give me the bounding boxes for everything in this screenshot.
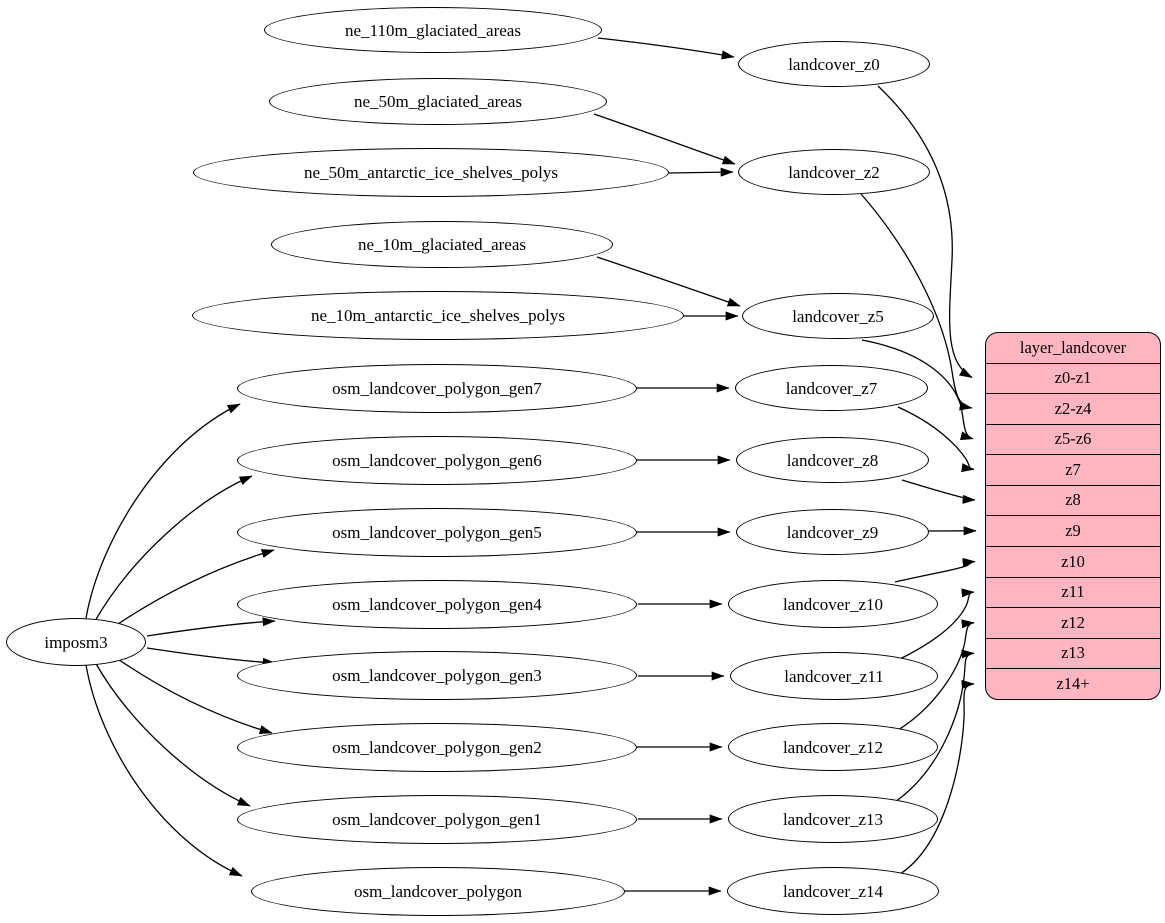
table-row-z8: z8: [986, 484, 1160, 516]
node-osm-landcover-polygon-gen1: osm_landcover_polygon_gen1: [237, 795, 637, 844]
node-landcover-z13: landcover_z13: [728, 795, 938, 843]
table-row-z2-z4: z2-z4: [986, 393, 1160, 424]
node-landcover-z12: landcover_z12: [728, 723, 938, 771]
table-row-z14plus: z14+: [986, 668, 1160, 699]
layer-landcover-table: layer_landcover z0-z1 z2-z4 z5-z6 z7 z8 …: [985, 332, 1161, 700]
node-osm-landcover-polygon-gen6: osm_landcover_polygon_gen6: [237, 436, 637, 485]
node-osm-landcover-polygon: osm_landcover_polygon: [251, 867, 625, 916]
edge-z11-row: [899, 588, 975, 660]
table-row-z0-z1: z0-z1: [986, 362, 1160, 394]
node-ne-50m-antarctic-ice-shelves-polys: ne_50m_antarctic_ice_shelves_polys: [193, 148, 669, 197]
node-landcover-z11: landcover_z11: [730, 652, 938, 700]
edge-ne50ma-z2: [668, 167, 734, 177]
node-landcover-z10: landcover_z10: [728, 580, 938, 628]
edge-z5-row: [861, 339, 974, 441]
edge-imposm3-gen2: [111, 654, 273, 734]
edge-imposm3-gen7: [85, 403, 241, 619]
edge-z7-row: [897, 406, 975, 473]
edge-ne10mg-z5: [596, 256, 741, 307]
node-osm-landcover-polygon-gen3: osm_landcover_polygon_gen3: [237, 651, 637, 700]
node-imposm3: imposm3: [6, 618, 146, 666]
table-row-z11: z11: [986, 576, 1160, 608]
node-ne-50m-glaciated-areas: ne_50m_glaciated_areas: [269, 78, 607, 125]
edge-imposm3-gen4: [146, 617, 276, 637]
edge-z0-row: [877, 85, 973, 379]
edge-ne50mg-z2: [593, 113, 736, 165]
table-row-z12: z12: [986, 607, 1160, 638]
node-ne-10m-antarctic-ice-shelves-polys: ne_10m_antarctic_ice_shelves_polys: [192, 291, 684, 340]
node-landcover-z7: landcover_z7: [735, 365, 928, 411]
edge-ne110m-z0: [597, 37, 735, 60]
edge-imposm3-gen1: [94, 661, 251, 807]
node-landcover-z9: landcover_z9: [736, 509, 929, 555]
table-row-z10: z10: [986, 546, 1160, 577]
edge-z13-row: [894, 649, 975, 803]
node-landcover-z14: landcover_z14: [727, 867, 939, 915]
edge-imposm3-gen3: [146, 647, 276, 667]
node-ne-110m-glaciated-areas: ne_110m_glaciated_areas: [264, 7, 602, 53]
node-osm-landcover-polygon-gen4: osm_landcover_polygon_gen4: [237, 580, 637, 629]
node-osm-landcover-polygon-gen7: osm_landcover_polygon_gen7: [237, 364, 637, 413]
edge-imposm3-polygon: [85, 664, 243, 877]
node-landcover-z5: landcover_z5: [742, 293, 934, 339]
table-row-z7: z7: [986, 454, 1160, 485]
node-landcover-z2: landcover_z2: [738, 149, 930, 195]
table-row-z13: z13: [986, 637, 1160, 669]
node-landcover-z8: landcover_z8: [736, 437, 929, 483]
edge-z14-row: [899, 679, 975, 875]
node-landcover-z0: landcover_z0: [738, 41, 930, 87]
edge-imposm3-gen5: [111, 549, 275, 629]
node-osm-landcover-polygon-gen2: osm_landcover_polygon_gen2: [237, 723, 637, 772]
node-ne-10m-glaciated-areas: ne_10m_glaciated_areas: [271, 221, 613, 268]
table-row-z5-z6: z5-z6: [986, 423, 1160, 455]
edge-imposm3-gen6: [94, 475, 253, 622]
edge-z10-row: [894, 557, 976, 583]
table-row-z9: z9: [986, 515, 1160, 546]
node-osm-landcover-polygon-gen5: osm_landcover_polygon_gen5: [237, 508, 637, 557]
edge-z8-row: [901, 479, 976, 504]
table-title: layer_landcover: [1019, 337, 1127, 357]
